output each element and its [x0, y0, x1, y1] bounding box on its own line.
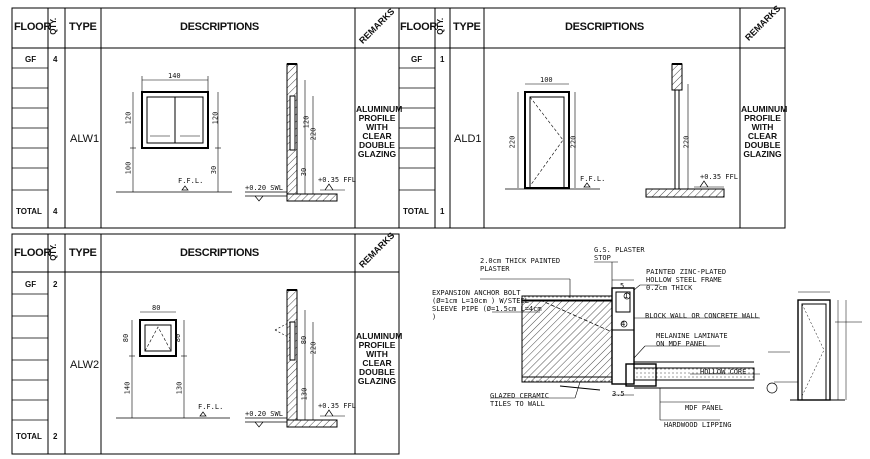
t1-total-label: TOTAL — [16, 207, 42, 216]
t1-total-value: 4 — [53, 207, 58, 216]
t1-floor-value: GF — [25, 55, 37, 64]
t3-qty-header: QTY. — [48, 244, 58, 261]
t2-qty-header: QTY. — [435, 18, 445, 35]
note-core: HOLLOW CORE — [700, 368, 747, 376]
t3-qty-value: 2 — [53, 280, 58, 289]
dim-3-5: 3.5 — [612, 390, 625, 398]
note-mdf: MDF PANEL — [685, 404, 723, 412]
t3-type-value: ALW2 — [70, 359, 100, 371]
t1-floor-header: FLOOR — [14, 21, 51, 33]
t1-qty-header: QTY. — [48, 18, 58, 35]
t2-total-label: TOTAL — [403, 207, 429, 216]
t3-dim-sec1: 80 — [300, 335, 309, 345]
t1-ffl2-label: +0.35 FFL — [318, 176, 356, 184]
t1-dim-width: 140 — [168, 72, 181, 80]
t1-type-header: TYPE — [69, 21, 97, 33]
t1-ffl-label: F.F.L. — [178, 177, 204, 185]
t3-dim-sec3: 130 — [300, 387, 309, 401]
note-frame: PAINTED ZINC-PLATED HOLLOW STEEL FRAME 0… — [646, 268, 727, 292]
t2-ffl-label: F.F.L. — [580, 175, 606, 183]
t2-floor-header: FLOOR — [400, 21, 437, 33]
t3-descriptions-header: DESCRIPTIONS — [180, 247, 259, 259]
frame-detail-section — [480, 261, 760, 421]
t1-dim-sec2: 220 — [309, 127, 318, 141]
t1-type-value: ALW1 — [70, 133, 100, 145]
note-anchor: EXPANSION ANCHOR BOLT (Ø=1cm L=10cm ) W/… — [432, 289, 542, 321]
t2-ffl2-label: +0.35 FFL — [700, 173, 738, 181]
t2-dim-width: 100 — [540, 76, 553, 84]
dim-4: 4 — [621, 320, 626, 328]
t3-dim-width: 80 — [152, 304, 161, 312]
t1-dim-sec1: 120 — [302, 115, 311, 129]
t3-floor-value: GF — [25, 280, 37, 289]
t2-descriptions-header: DESCRIPTIONS — [565, 21, 644, 33]
t3-floor-header: FLOOR — [14, 247, 51, 259]
t2-type-header: TYPE — [453, 21, 481, 33]
note-plaster: 2.0cm THICK PAINTED PLASTER — [480, 257, 561, 273]
t2-dim-h2: 220 — [569, 135, 578, 149]
t1-dim-h3: 120 — [211, 111, 220, 125]
note-ceramic: GLAZED CERAMIC TILES TO WALL — [490, 392, 550, 408]
dim-5: 5 — [620, 282, 625, 290]
t1-descriptions-header: DESCRIPTIONS — [180, 21, 259, 33]
t1-dim-h2: 100 — [124, 161, 133, 175]
t3-swl-label: +0.20 SWL — [245, 410, 283, 418]
t3-total-value: 2 — [53, 432, 58, 441]
schedule-table-ald1 — [398, 7, 786, 229]
note-laminate: MELANINE LAMINATE ON MDF PANEL — [656, 332, 728, 348]
note-gs: G.S. PLASTER STOP — [594, 246, 645, 262]
door-key-elevation — [766, 291, 862, 401]
t3-type-header: TYPE — [69, 247, 97, 259]
t2-floor-value: GF — [411, 55, 423, 64]
schedule-table-alw2 — [11, 233, 400, 455]
t3-dim-h2: 140 — [123, 381, 132, 395]
t1-dim-h5: 30 — [210, 165, 219, 175]
t1-dim-h1: 120 — [124, 111, 133, 125]
t2-dim-h1: 220 — [508, 135, 517, 149]
t1-dim-sec3: 30 — [300, 167, 309, 177]
t1-swl-label: +0.20 SWL — [245, 184, 283, 192]
t3-ffl-label: F.F.L. — [198, 403, 224, 411]
schedule-table-alw1 — [11, 7, 400, 229]
t3-dim-h5: 130 — [175, 381, 184, 395]
t3-ffl2-label: +0.35 FFL — [318, 402, 356, 410]
t3-dim-h3: 80 — [174, 333, 183, 343]
t2-dim-sec: 220 — [682, 135, 691, 149]
t2-qty-value: 1 — [440, 55, 445, 64]
dim-1: 1 — [624, 292, 629, 300]
t1-qty-value: 4 — [53, 55, 58, 64]
t2-total-value: 1 — [440, 207, 445, 216]
t2-type-value: ALD1 — [454, 133, 482, 145]
t3-dim-h1: 80 — [122, 333, 131, 343]
t3-total-label: TOTAL — [16, 432, 42, 441]
note-lipping: HARDWOOD LIPPING — [664, 421, 732, 429]
t3-dim-sec2: 220 — [309, 341, 318, 355]
note-wall: BLOCK WALL OR CONCRETE WALL — [645, 312, 759, 320]
